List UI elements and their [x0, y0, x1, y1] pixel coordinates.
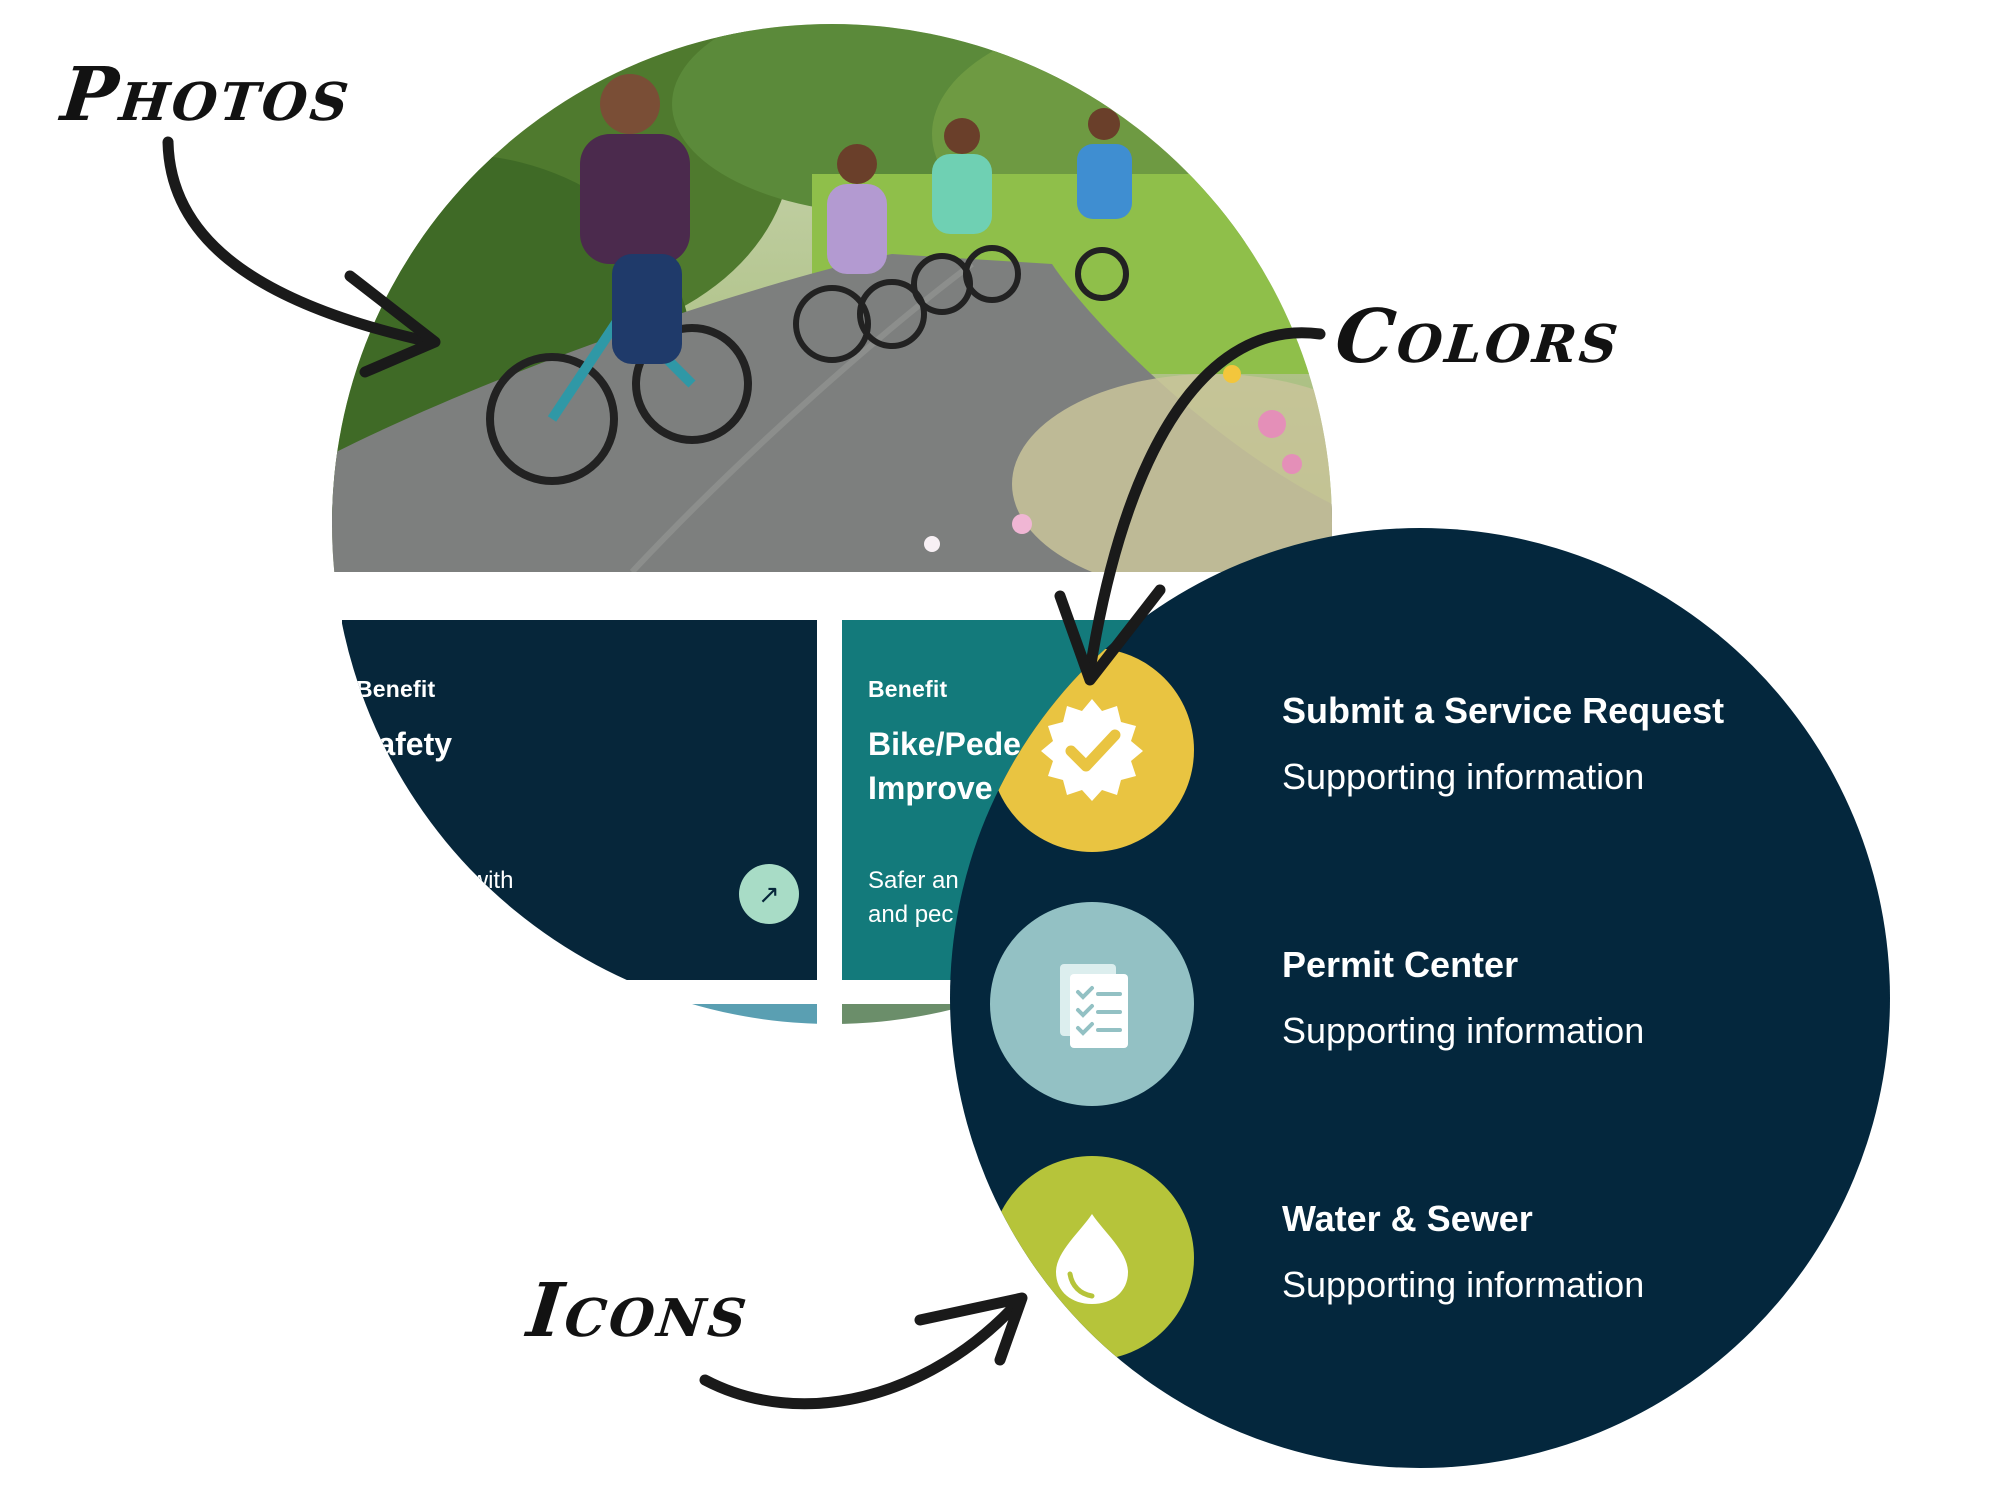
- water-drop-icon: [990, 1156, 1194, 1360]
- benefit-card-safety[interactable]: Benefit Safety Reduction with constructi…: [342, 620, 817, 980]
- services-panel: Submit a Service Request Supporting info…: [950, 528, 1890, 1468]
- service-item-permit-center[interactable]: Permit Center Supporting information: [990, 902, 1890, 1106]
- service-title: Water & Sewer: [1282, 1198, 1533, 1239]
- arrow-to-colors: [1084, 327, 1326, 676]
- arrowhead-colors: [1054, 584, 1166, 686]
- card-eyebrow: Benefit: [356, 676, 436, 702]
- arrowhead-icons: [914, 1292, 1028, 1366]
- service-title: Permit Center: [1282, 944, 1519, 985]
- arrow-to-icons: [699, 1294, 1026, 1410]
- arrowhead-photos: [344, 270, 441, 378]
- card-description: Safer an and pec: [868, 867, 959, 928]
- card-eyebrow: Benefit: [868, 676, 948, 702]
- card-strip: [342, 1004, 817, 1024]
- service-subtitle: Supporting information: [1282, 1264, 1645, 1305]
- arrow-up-right-icon[interactable]: ↗: [739, 864, 799, 924]
- card-description: Reduction with construction: [356, 867, 514, 928]
- service-title: Submit a Service Request: [1282, 690, 1725, 731]
- service-item-water-sewer[interactable]: Water & Sewer Supporting information: [990, 1156, 1890, 1360]
- checklist-document-icon: [990, 902, 1194, 1106]
- card-title: Safety: [356, 726, 453, 762]
- service-subtitle: Supporting information: [1282, 756, 1645, 797]
- service-subtitle: Supporting information: [1282, 1010, 1645, 1051]
- arrow-to-photos: [162, 136, 436, 348]
